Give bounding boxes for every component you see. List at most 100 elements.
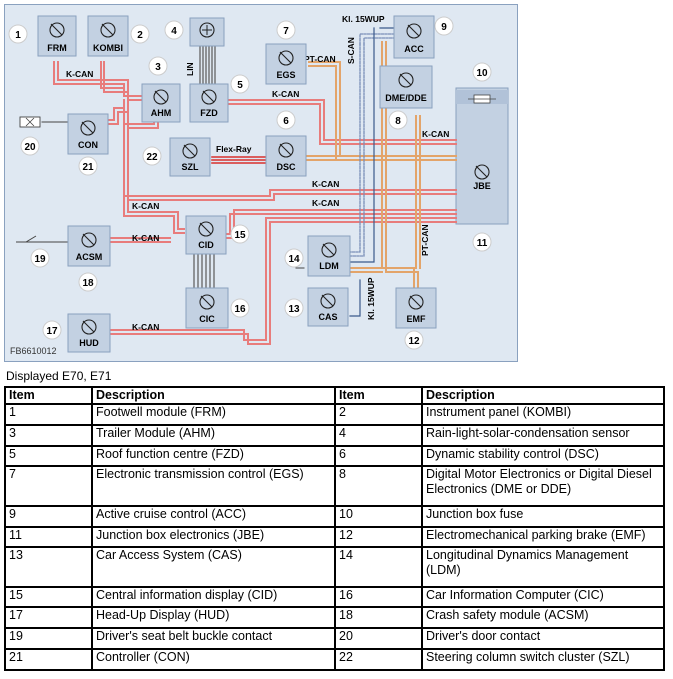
item-number-cell: 22 [334,648,423,671]
svg-text:CON: CON [78,140,98,150]
description-cell: Digital Motor Electronics or Digital Die… [421,465,665,507]
callout-1: 1 [8,24,28,44]
control-unit-icon [321,242,337,258]
svg-text:19: 19 [34,254,46,265]
header-description-2: Description [421,386,665,405]
item-number-cell: 8 [334,465,423,507]
svg-text:3: 3 [155,62,161,73]
svg-text:LDM: LDM [319,261,339,271]
callout-21: 21 [78,156,98,176]
svg-text:DSC: DSC [276,162,296,172]
svg-text:ACSM: ACSM [76,252,103,262]
flexray-lines [211,156,270,164]
control-unit-icon [474,164,490,180]
callout-20: 20 [20,136,40,156]
k-can-label-7: K-CAN [132,233,159,243]
description-cell: Central information display (CID) [91,585,336,609]
diagram-background [4,4,518,362]
svg-text:CID: CID [198,240,214,250]
description-cell: Electromechanical parking brake (EMF) [421,525,665,549]
item-number-cell: 12 [334,525,423,549]
item-number-cell: 2 [334,403,423,426]
module-acsm: ACSM [67,225,111,267]
control-unit-icon [198,221,214,237]
description-cell: Electronic transmission control (EGS) [91,465,336,507]
description-cell: Instrument panel (KOMBI) [421,403,665,426]
callout-4: 4 [164,20,184,40]
item-number-cell: 4 [334,423,423,447]
item-number-cell: 5 [4,444,93,468]
svg-text:EMF: EMF [407,314,427,324]
callout-14: 14 [284,248,304,268]
item-number-cell: 7 [4,465,93,507]
svg-text:14: 14 [288,254,300,265]
module-egs: EGS [265,43,307,85]
callout-3: 3 [148,56,168,76]
k-can-label-5: K-CAN [132,201,159,211]
control-unit-icon [398,72,414,88]
control-unit-icon [81,232,97,248]
k-can-label-3: K-CAN [422,129,449,139]
svg-text:6: 6 [283,116,289,127]
svg-text:ACC: ACC [404,44,424,54]
description-cell: Trailer Module (AHM) [91,423,336,447]
table-header-row: Item Description Item Description [4,386,665,405]
module-emf: EMF [395,287,437,329]
description-cell: Steering column switch cluster (SZL) [421,648,665,671]
svg-text:4: 4 [171,26,177,37]
control-unit-icon [278,142,294,158]
lin-label: LIN [185,62,195,76]
item-number-cell: 13 [4,546,93,588]
svg-text:15: 15 [234,230,246,241]
k-can-label-4: K-CAN [312,179,339,189]
callout-5: 5 [230,74,250,94]
module-kombi: KOMBI [87,15,129,57]
control-unit-icon [199,294,215,310]
description-cell: Car Information Computer (CIC) [421,585,665,609]
callout-18: 18 [78,272,98,292]
description-cell: Dynamic stability control (DSC) [421,444,665,468]
module-fzd: FZD [189,83,229,123]
module-dsc: DSC [265,135,307,177]
item-number-cell: 18 [334,606,423,630]
svg-text:SZL: SZL [182,162,200,172]
item-number-cell: 19 [4,627,93,651]
item-number-cell: 9 [4,504,93,528]
pt-can-label-1: PT-CAN [304,54,336,64]
description-cell: Junction box electronics (JBE) [91,525,336,549]
description-cell: Head-Up Display (HUD) [91,606,336,630]
k-can-lines [53,61,457,345]
callout-13: 13 [284,298,304,318]
item-number-cell: 10 [334,504,423,528]
description-cell: Crash safety module (ACSM) [421,606,665,630]
switch-icon [16,235,37,243]
control-unit-icon [201,89,217,105]
callout-8: 8 [388,110,408,130]
kl15-label-1: Kl. 15WUP [342,14,385,24]
network-diagram: K-CAN K-CAN K-CAN K-CAN K-CAN K-CAN K-CA… [4,4,518,362]
description-cell: Controller (CON) [91,648,336,671]
svg-text:AHM: AHM [151,108,172,118]
callout-11: 11 [472,232,492,252]
k-can-label-1: K-CAN [66,69,93,79]
callout-2: 2 [130,24,150,44]
item-number-cell: 20 [334,627,423,651]
header-description-1: Description [91,386,336,405]
callout-12: 12 [404,330,424,350]
svg-text:10: 10 [476,68,488,79]
description-cell: Roof function centre (FZD) [91,444,336,468]
module-hud: HUD [67,313,111,353]
flexray-label: Flex-Ray [216,144,252,154]
svg-text:7: 7 [283,26,289,37]
svg-text:EGS: EGS [276,70,295,80]
description-cell: Longitudinal Dynamics Management (LDM) [421,546,665,588]
